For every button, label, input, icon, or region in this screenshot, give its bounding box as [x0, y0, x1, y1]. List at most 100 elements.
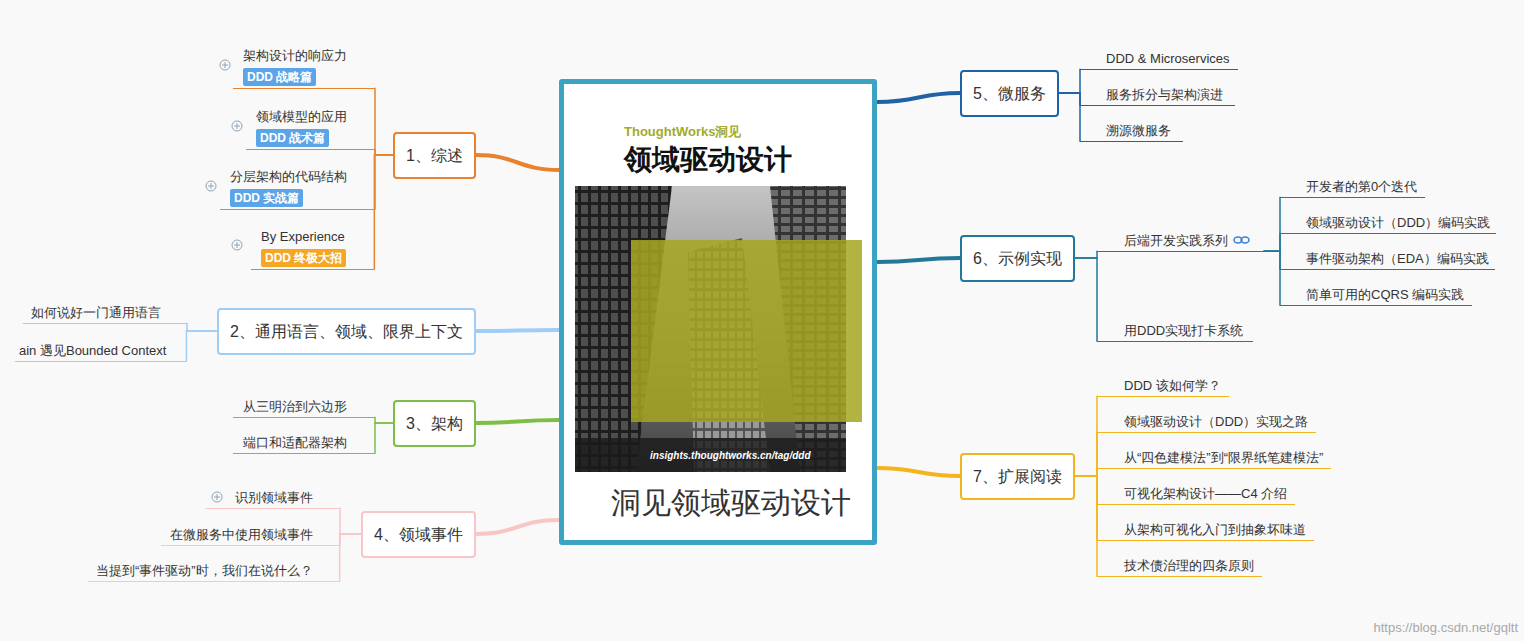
- branch-connector: [877, 93, 960, 102]
- node-text: 领域驱动设计（DDD）实现之路: [1124, 413, 1308, 430]
- subtopic-item: 简单可用的CQRS 编码实践: [1280, 285, 1472, 306]
- subtopic-item: DDD & Microservices: [1080, 49, 1238, 70]
- topic-box: 3、架构: [393, 400, 476, 447]
- watermark: https://blog.csdn.net/gqltt: [1373, 620, 1518, 635]
- node-text: 5、微服务: [973, 72, 1046, 115]
- branch-connector: [1075, 468, 1097, 476]
- subtopic-item: 架构设计的响应力 DDD 战略篇: [233, 46, 375, 89]
- node-text: 端口和适配器架构: [243, 434, 347, 451]
- node-text: 领域驱动设计（DDD）编码实践: [1306, 214, 1490, 231]
- node-text: 从三明治到六边形: [243, 398, 347, 415]
- branch-connector: [375, 88, 393, 155]
- branch-connector: [186, 331, 217, 361]
- topic-box: 1、综述: [393, 132, 476, 179]
- subtopic-item: 识别领域事件: [205, 488, 340, 509]
- node-text: ain 遇见Bounded Context: [19, 342, 166, 359]
- branch-connector: [877, 258, 960, 262]
- branch-connector: [375, 149, 393, 155]
- node-text: 服务拆分与架构演进: [1106, 86, 1223, 103]
- branch-connector: [1075, 396, 1097, 476]
- branch-connector: [375, 155, 393, 209]
- subtopic-item: 如何说好一门通用语言: [23, 303, 187, 324]
- branch-connector: [476, 330, 559, 331]
- topic-box: 4、领域事件: [361, 511, 476, 558]
- cover-title: 领域驱动设计: [624, 144, 792, 176]
- cover-ground: [561, 81, 875, 543]
- node-text: 4、领域事件: [374, 513, 463, 556]
- branch-connector: [1264, 233, 1280, 251]
- tag-label: DDD 终极大招: [261, 249, 346, 267]
- tag-label: DDD 战略篇: [243, 68, 316, 86]
- node-text: 技术债治理的四条原则: [1124, 557, 1254, 574]
- node-text: 架构设计的响应力: [243, 47, 347, 64]
- branch-connector: [375, 417, 393, 423]
- node-text: By Experience: [261, 228, 346, 245]
- subtopic-item: 端口和适配器架构: [233, 433, 375, 454]
- topic-box: 2、通用语言、领域、限界上下文: [217, 308, 476, 355]
- node-text: 3、架构: [406, 402, 463, 445]
- tag-label: DDD 实战篇: [230, 189, 303, 207]
- subtopic-item: 从架构可视化入门到抽象坏味道: [1097, 520, 1314, 541]
- node-text: 从架构可视化入门到抽象坏味道: [1124, 521, 1306, 538]
- node-text: 2、通用语言、领域、限界上下文: [230, 310, 463, 353]
- branch-connector: [340, 534, 361, 545]
- node-text: 在微服务中使用领域事件: [170, 526, 313, 543]
- branch-connector: [476, 520, 559, 534]
- subtopic-item: ain 遇见Bounded Context: [15, 341, 186, 362]
- subtopic-item: 从三明治到六边形: [233, 397, 375, 418]
- node-text: 如何说好一门通用语言: [31, 304, 161, 321]
- branch-connector: [1059, 69, 1080, 93]
- branch-connector: [375, 423, 393, 453]
- node-text: 可视化架构设计——C4 介绍: [1124, 485, 1287, 502]
- node-text: 6、示例实现: [973, 237, 1062, 280]
- olive-square: [631, 240, 862, 422]
- node-text: DDD 该如何学？: [1124, 377, 1221, 394]
- node-text: DDD & Microservices: [1106, 50, 1230, 67]
- cover-caption: 洞见领域驱动设计: [611, 486, 851, 521]
- subtopic-item: 当提到“事件驱动”时，我们在说什么？: [88, 561, 340, 582]
- subtopic-item: By ExperienceDDD 终极大招: [251, 227, 374, 270]
- subtopic-item: 用DDD实现打卡系统: [1097, 321, 1253, 342]
- node-text: 7、扩展阅读: [973, 455, 1062, 498]
- branch-connector: [1059, 93, 1080, 141]
- node-text: 当提到“事件驱动”时，我们在说什么？: [96, 562, 313, 579]
- topic-box: 5、微服务: [960, 70, 1059, 117]
- branch-connector: [1059, 93, 1080, 105]
- node-text: 后端开发实践系列: [1124, 232, 1228, 249]
- node-text: 事件驱动架构（EDA）编码实践: [1306, 250, 1489, 267]
- node-text: 溯源微服务: [1106, 122, 1171, 139]
- topic-box: 7、扩展阅读: [960, 453, 1075, 500]
- node-text: 识别领域事件: [235, 489, 313, 506]
- branch-connector: [1264, 197, 1280, 251]
- branch-connector: [1075, 251, 1097, 258]
- brand-text: ThoughtWorks洞见: [624, 125, 741, 140]
- node-text: 分层架构的代码结构: [230, 168, 347, 185]
- subtopic-item: 从“四色建模法”到“限界纸笔建模法”: [1097, 448, 1331, 469]
- node-text: 领域模型的应用: [256, 108, 347, 125]
- subtopic-item: 可视化架构设计——C4 介绍: [1097, 484, 1295, 505]
- node-text: 从“四色建模法”到“限界纸笔建模法”: [1124, 449, 1323, 466]
- cover-url: insights.thoughtworks.cn/tag/ddd: [650, 450, 811, 462]
- branch-connector: [476, 155, 559, 170]
- branch-connector: [1264, 251, 1280, 305]
- node-text: 用DDD实现打卡系统: [1124, 322, 1243, 339]
- subtopic-item: 溯源微服务: [1080, 121, 1183, 142]
- tag-label: DDD 战术篇: [256, 129, 329, 147]
- branch-connector: [187, 323, 217, 331]
- expand-icon: [206, 60, 242, 502]
- branch-connector: [1075, 258, 1097, 341]
- subtopic-item: 在微服务中使用领域事件: [161, 525, 340, 546]
- branch-connector: [340, 508, 361, 534]
- subtopic-item: 技术债治理的四条原则: [1097, 556, 1262, 577]
- node-text: 简单可用的CQRS 编码实践: [1306, 286, 1464, 303]
- branch-connector: [374, 155, 393, 269]
- branch-connector: [340, 534, 361, 581]
- branch-connector: [1075, 476, 1097, 504]
- node-text: 开发者的第0个迭代: [1306, 178, 1417, 195]
- subtopic-item: 领域驱动设计（DDD）实现之路: [1097, 412, 1316, 433]
- subtopic-item: 开发者的第0个迭代: [1280, 177, 1425, 198]
- topic-box: 6、示例实现: [960, 235, 1075, 282]
- branch-connector: [476, 420, 559, 423]
- subtopic-item: 事件驱动架构（EDA）编码实践: [1280, 249, 1495, 270]
- branch-connector: [1075, 476, 1097, 540]
